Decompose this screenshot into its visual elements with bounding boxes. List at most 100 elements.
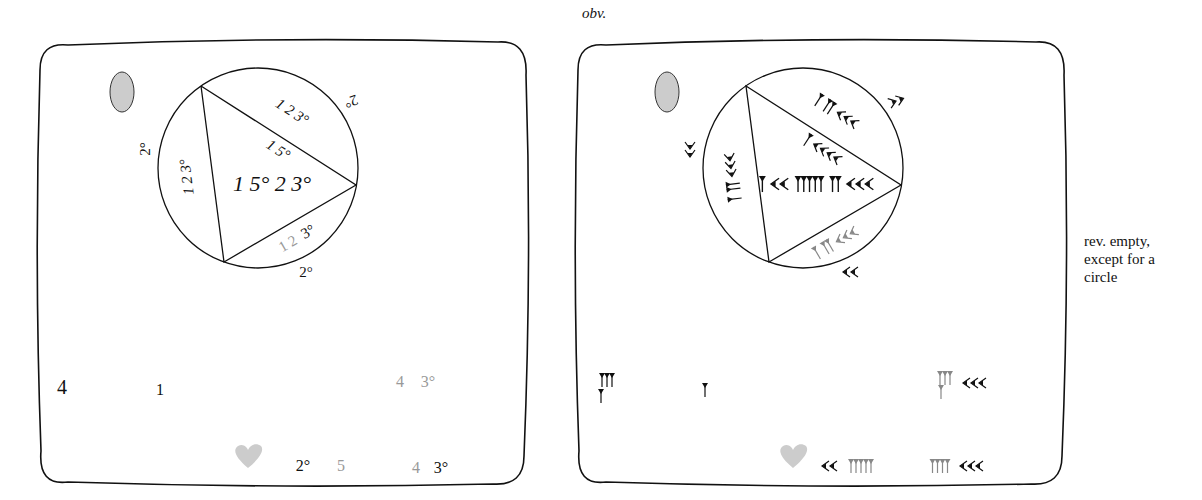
wedge xyxy=(728,198,742,200)
winkelhaken xyxy=(725,161,736,169)
wedge xyxy=(813,247,820,259)
number-notation: 1 5° 2 3° xyxy=(233,173,311,195)
wedge xyxy=(947,459,948,473)
winkelhaken xyxy=(960,461,967,471)
wedge xyxy=(838,176,839,192)
cuneiform-group xyxy=(848,459,874,473)
cuneiform-group xyxy=(599,373,615,387)
number-notation: 1 xyxy=(156,382,164,398)
tablet-outline xyxy=(37,40,528,486)
winkelhaken xyxy=(968,464,972,469)
circle-figure xyxy=(703,68,903,268)
number-notation: 1 2 3° xyxy=(273,96,311,128)
winkelhaken xyxy=(848,117,859,129)
tablet-outline xyxy=(575,40,1066,486)
number-notation: 2° xyxy=(138,142,153,156)
number-notation: 4 xyxy=(57,377,67,397)
winkelhaken xyxy=(834,234,845,246)
wedge xyxy=(820,176,821,192)
wedge xyxy=(855,459,856,473)
number-notation: 1 2 xyxy=(276,233,300,255)
winkelhaken xyxy=(847,181,852,187)
winkelhaken xyxy=(819,146,825,152)
winkelhaken xyxy=(830,461,837,471)
winkelhaken xyxy=(960,464,964,469)
wedge xyxy=(939,371,940,385)
number-notation: 4 xyxy=(396,374,404,390)
winkelhaken xyxy=(976,464,980,469)
winkelhaken xyxy=(836,110,842,116)
wedge xyxy=(940,385,941,399)
damage-spot xyxy=(780,444,807,468)
number-notation: 2° xyxy=(296,458,310,474)
wedge xyxy=(601,373,602,387)
wedge xyxy=(815,176,816,192)
number-notation: 3° xyxy=(421,374,435,390)
damage-spot xyxy=(235,444,262,468)
winkelhaken xyxy=(728,164,733,169)
winkelhaken xyxy=(849,230,855,236)
cuneiform-group xyxy=(685,142,695,157)
winkelhaken xyxy=(865,178,873,190)
winkelhaken xyxy=(848,226,859,238)
cuneiform-group xyxy=(702,383,708,397)
winkelhaken xyxy=(822,464,826,469)
winkelhaken xyxy=(899,96,904,102)
winkelhaken xyxy=(688,153,693,157)
winkelhaken xyxy=(726,169,737,177)
winkelhaken xyxy=(841,230,852,242)
number-notation: 3° xyxy=(434,460,448,476)
winkelhaken xyxy=(835,238,841,244)
wedge xyxy=(942,459,943,473)
wedge xyxy=(822,242,829,254)
winkelhaken xyxy=(865,181,870,187)
winkelhaken xyxy=(849,119,855,125)
cuneiform-group xyxy=(930,459,951,473)
wedge xyxy=(611,373,612,387)
winkelhaken xyxy=(831,153,842,165)
winkelhaken xyxy=(724,153,735,161)
cuneiform-group xyxy=(888,94,906,109)
number-notation: 2° xyxy=(342,92,360,111)
triangle-figure xyxy=(746,86,901,262)
cuneiform-group xyxy=(843,267,858,277)
winkelhaken xyxy=(843,267,850,277)
wedge xyxy=(803,176,804,192)
cuneiform-group xyxy=(937,371,953,385)
winkelhaken xyxy=(963,381,967,386)
wedge xyxy=(726,183,740,185)
damage-spot xyxy=(110,72,134,112)
winkelhaken xyxy=(979,378,986,388)
cuneiform-group xyxy=(938,385,944,399)
wedge xyxy=(809,176,810,192)
wedge xyxy=(932,459,933,473)
triangle-outline xyxy=(201,86,356,262)
cuneiform-group xyxy=(812,93,860,131)
winkelhaken xyxy=(963,378,970,388)
winkelhaken xyxy=(976,461,983,471)
winkelhaken xyxy=(888,96,898,108)
cuneiform-group xyxy=(759,176,873,192)
winkelhaken xyxy=(971,378,978,388)
winkelhaken xyxy=(688,145,693,149)
winkelhaken xyxy=(780,178,788,190)
cuneiform-group xyxy=(822,461,837,471)
wedge xyxy=(949,371,950,385)
cuneiform-group xyxy=(963,378,986,388)
winkelhaken xyxy=(812,142,818,148)
winkelhaken xyxy=(856,181,861,187)
cuneiform-group xyxy=(598,389,604,403)
number-notation: 4 xyxy=(412,460,420,476)
winkelhaken xyxy=(856,178,864,190)
note: rev. empty, except for a circle xyxy=(1084,232,1166,286)
winkelhaken xyxy=(843,115,849,121)
winkelhaken xyxy=(971,381,975,386)
cuneiform-signs xyxy=(598,93,986,473)
wedge xyxy=(827,102,835,114)
winkelhaken xyxy=(685,142,695,149)
wedge xyxy=(600,389,601,403)
winkelhaken xyxy=(729,172,734,177)
side-label: obv. xyxy=(582,4,622,22)
wedge xyxy=(944,371,945,385)
